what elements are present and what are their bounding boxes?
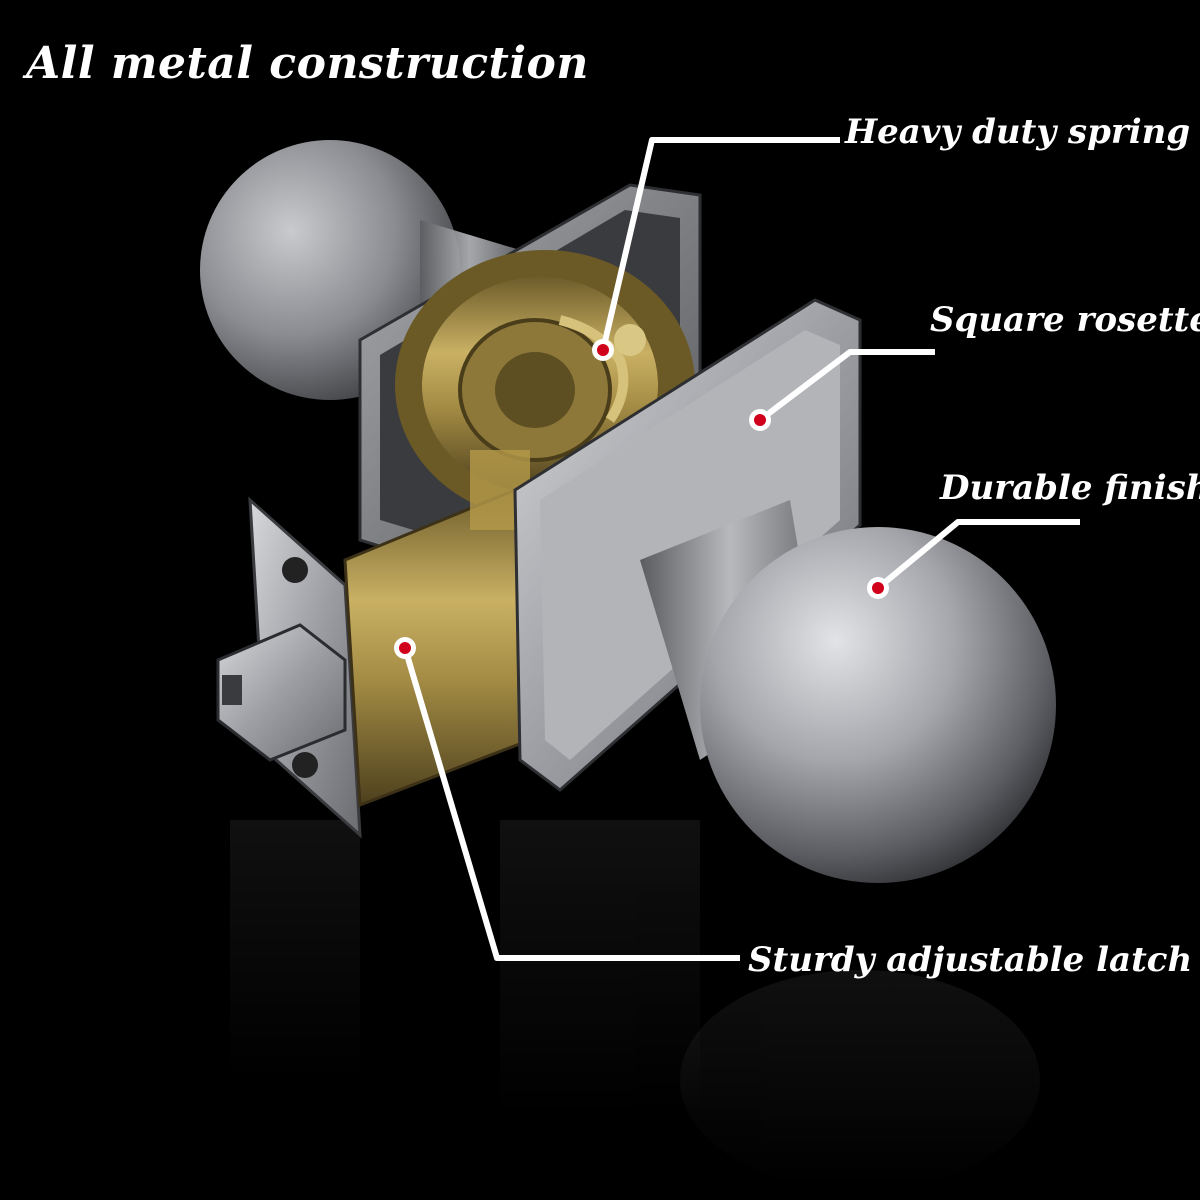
callout-square-rosette: Square rosette xyxy=(930,300,1200,340)
finish-leader xyxy=(876,519,1080,591)
latch-leader xyxy=(402,647,740,961)
callout-leaders xyxy=(402,137,1080,961)
callout-markers xyxy=(394,339,889,659)
spring-leader xyxy=(600,137,840,351)
callout-durable-finish: Durable finish xyxy=(940,468,1200,508)
callout-heavy-duty-spring: Heavy duty spring xyxy=(845,112,1191,152)
front-knob xyxy=(700,527,1056,883)
rosette-leader xyxy=(758,349,935,423)
latch-bolt xyxy=(216,623,347,762)
callout-sturdy-adjustable-latch: Sturdy adjustable latch xyxy=(748,940,1193,980)
headline: All metal construction xyxy=(26,38,589,89)
floor-reflection xyxy=(230,820,1040,1190)
